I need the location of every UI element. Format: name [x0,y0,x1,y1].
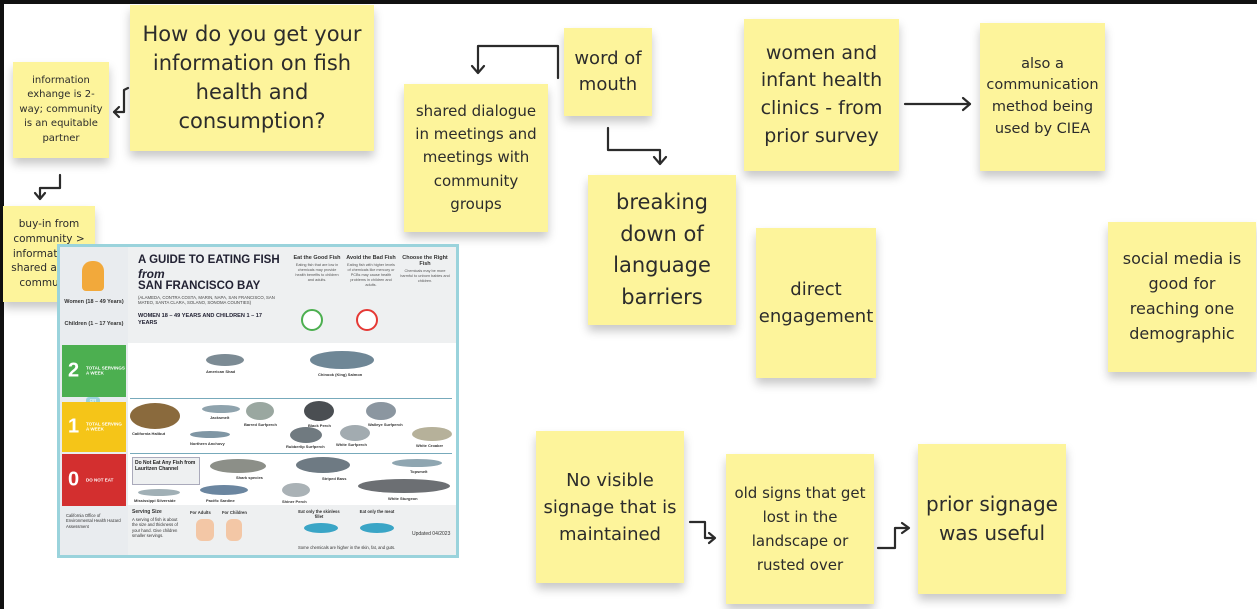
fish-label: White Surfperch [336,442,367,447]
fish-skeleton-icon [360,523,394,533]
poster-adults-label: For Adults [190,510,211,515]
black-perch-image [304,401,334,421]
striped-bass-image [296,457,350,473]
sticky-note-text: direct engagement [758,279,874,327]
poster-col-right: Choose the Right Fish Chemicals may be m… [400,255,450,283]
tier-one-serving: 1 TOTAL SERVING A WEEK [62,402,126,452]
fish-label: Shiner Perch [282,499,307,504]
fish-label: Chinook (King) Salmon [318,372,363,377]
fish-label: Barred Surfperch [244,422,277,427]
sticky-note-language-barriers[interactable]: breaking down of language barriers [588,175,736,325]
sticky-note-text: prior signage was useful [926,492,1058,545]
poster-updated: Updated 04/2023 [412,531,451,537]
sticky-note-direct-engagement[interactable]: direct engagement [756,228,876,378]
fish-label: Pacific Sardine [206,498,235,503]
poster-women-label: Women (18 – 49 Years) [64,299,124,305]
poster-skin-note: Some chemicals are higher in the skin, f… [298,545,396,550]
fish-label: Rubberlip Surfperch [286,444,325,449]
fish-label: Shark species [236,475,263,480]
topsmelt-image [392,459,442,467]
walleye-surfperch-image [366,402,396,420]
sticky-note-no-signage[interactable]: No visible signage that is maintained [536,431,684,583]
poster-header [128,247,456,343]
jacksmelt-image [202,405,240,413]
bad-fish-icon [356,309,378,331]
chinook-salmon-image [310,351,374,369]
fish-label: Striped Bass [322,476,347,481]
poster-agency: California Office of Environmental Healt… [66,513,121,529]
fish-label: Topsmelt [410,469,428,474]
barred-surfperch-image [246,402,274,420]
fish-label: Jacksmelt [210,415,230,420]
shiner-perch-image [282,483,310,497]
silverside-image [138,489,180,496]
fish-label: Walleye Surfperch [368,422,403,427]
fish-label: White Sturgeon [388,496,418,501]
rubberlip-surfperch-image [290,427,322,443]
tier-two-servings: 2 TOTAL SERVINGS A WEEK [62,345,126,397]
poster-title-from: from [138,267,165,281]
tier-or-label: OR [86,397,100,405]
hand-icon [226,519,242,541]
sticky-note-text: old signs that get lost in the landscape… [734,484,866,574]
fish-label: Black Perch [308,423,331,428]
poster-title-place: SAN FRANCISCO BAY [138,280,261,292]
poster-col-bad: Avoid the Bad Fish Eating fish with high… [346,255,396,287]
pacific-sardine-image [200,485,248,495]
american-shad-image [206,354,244,366]
good-fish-icon [301,309,323,331]
sticky-note-text: information exhange is 2-way; community … [19,74,103,144]
northern-anchovy-image [190,431,230,438]
poster-col-good: Eat the Good Fish Eating fish that are l… [293,255,341,282]
poster-serving-title: Serving Size [132,509,162,515]
family-icon [82,261,104,291]
poster-meat-label: Eat only the meat [359,509,395,514]
fish-label: Mississippi Silverside [134,498,176,503]
sticky-note-text: breaking down of language barriers [613,190,711,309]
california-halibut-image [130,403,180,429]
poster-title: A GUIDE TO EATING FISH [138,254,280,266]
sticky-note-social-media[interactable]: social media is good for reaching one de… [1108,222,1256,372]
poster-counties: (ALAMEDA, CONTRA COSTA, MARIN, NAPA, SAN… [138,295,275,306]
sticky-note-clinics[interactable]: women and infant health clinics - from p… [744,19,899,171]
sticky-note-text: social media is good for reaching one de… [1122,249,1242,343]
poster-footer [128,505,456,555]
white-croaker-image [412,427,452,441]
sticky-note-text: No visible signage that is maintained [543,469,677,545]
white-surfperch-image [340,425,370,441]
sticky-note-question[interactable]: How do you get your information on fish … [130,5,374,151]
poster-audience: WOMEN 18 – 49 YEARS AND CHILDREN 1 – 17 … [138,313,263,326]
tier-do-not-eat: 0 DO NOT EAT [62,454,126,506]
sticky-note-old-signs[interactable]: old signs that get lost in the landscape… [726,454,874,604]
sticky-note-text: word of mouth [574,47,642,95]
fish-label: American Shad [206,369,236,374]
poster-children-label: Children (1 – 17 Years) [64,321,124,327]
sticky-note-prior-signage[interactable]: prior signage was useful [918,444,1066,594]
sticky-note-shared-dialogue[interactable]: shared dialogue in meetings and meetings… [404,84,548,232]
fish-label: Northern Anchovy [190,441,225,446]
sticky-note-text: How do you get your information on fish … [142,22,362,133]
poster-serving-text: A serving of fish is about the size and … [132,517,178,539]
sticky-note-ciea[interactable]: also a communication method being used b… [980,23,1105,171]
sticky-note-word-of-mouth[interactable]: word of mouth [564,28,652,116]
sticky-note-text: also a communication method being used b… [986,55,1099,137]
fish-label: California Halibut [132,431,166,436]
no-eat-lauritzen-box: Do Not Eat Any Fish from Lauritzen Chann… [132,457,200,485]
poster-skinless-label: Eat only the skinless fillet [298,509,340,520]
fish-label: White Croaker [416,443,444,448]
sticky-note-text: women and infant health clinics - from p… [760,41,883,147]
poster-children-footer-label: For Children [222,510,247,515]
fish-guide-poster-image[interactable]: Women (18 – 49 Years) Children (1 – 17 Y… [57,244,459,558]
sticky-note-text: shared dialogue in meetings and meetings… [415,101,537,213]
fillet-icon [304,523,338,533]
shark-image [210,459,266,473]
sticky-note-info-exchange[interactable]: information exhange is 2-way; community … [13,62,109,158]
hand-icon [196,519,214,541]
white-sturgeon-image [358,479,450,493]
